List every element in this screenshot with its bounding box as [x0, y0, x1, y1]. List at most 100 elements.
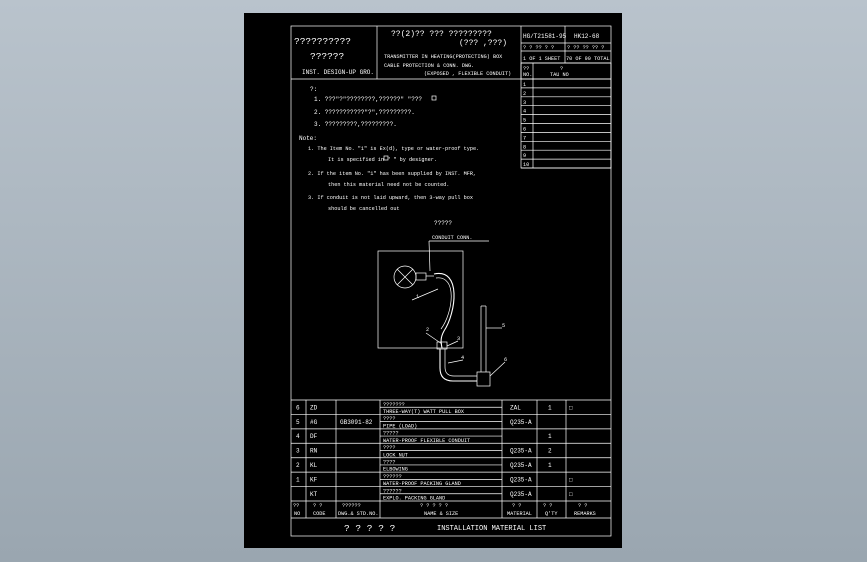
revision-row-number: 9 [523, 153, 526, 159]
checkbox-icon [383, 155, 389, 161]
row-code: RN [310, 448, 318, 455]
balloon-4: 4 [461, 355, 464, 361]
row-code: KT [310, 491, 318, 498]
notes-cn-1: 1. ???"?"????????,??????" "??? [314, 96, 422, 103]
revision-header-col: ? [560, 66, 563, 72]
footer-title: INSTALLATION MATERIAL LIST [437, 525, 546, 533]
row-qty: 1 [548, 462, 552, 469]
row-name-cn: ??????? [383, 402, 405, 408]
row-no: 1 [296, 477, 300, 484]
row-std: GB3091-82 [340, 419, 373, 426]
balloon-3: 3 [457, 336, 460, 342]
row-remarks: □ [569, 477, 573, 484]
callout-conduit-conn: CONDUIT CONN. [432, 235, 472, 241]
row-qty: 2 [548, 448, 552, 455]
row-material: ZAL [510, 404, 521, 411]
notes-en-3b: should be cancelled out [328, 206, 400, 212]
revision-row-number: 3 [523, 100, 526, 106]
row-code: ZD [310, 404, 318, 411]
row-name-cn: ???? [383, 445, 395, 451]
row-name-cn: ????? [383, 431, 399, 437]
flexible-conduit [433, 273, 455, 349]
notes-en-1a: 1. The Item No. "1" is Ex(d), type or wa… [308, 146, 479, 152]
sheet-total: 70 OF 90 TOTAL [566, 56, 610, 62]
drawing-number: HK12-68 [574, 33, 600, 40]
row-name-en: THREE-WAY(T) WATT PULL BOX [383, 409, 465, 415]
header-std-cn: ?????? [342, 503, 361, 509]
notes-en-head: Note: [299, 135, 317, 142]
org-name-en: INST. DESIGN-UP GRO. [302, 69, 374, 76]
row-no: 2 [296, 462, 300, 469]
row-qty: 1 [548, 433, 552, 440]
notes-cn-2: 2. ???????????"?",?????????. [314, 109, 415, 116]
revision-row-number: 10 [523, 162, 529, 168]
sheet-cn-left: ? ? ?? ? ? [523, 45, 554, 51]
row-no: 4 [296, 433, 300, 440]
revision-row-number: 6 [523, 127, 526, 133]
title-en-2: CABLE PROTECTION & CONN. DWG. [384, 63, 474, 69]
header-remarks: REMARKS [574, 511, 596, 517]
row-qty: 1 [548, 404, 552, 411]
standard-number: HG/T21581-95 [523, 33, 567, 40]
row-material: Q235-A [510, 419, 532, 426]
title-cn-sub: (??? ,???) [459, 39, 507, 48]
header-no: NO [294, 511, 300, 517]
header-name-cn: ? ? ? ? ? [420, 503, 448, 509]
revision-header-en: TAU NO [550, 72, 569, 78]
row-material: Q235-A [510, 448, 532, 455]
installation-drawing: ????? CONDUIT CONN. 1 2 3 4 5 6 [377, 220, 507, 387]
row-name-cn: ?????? [383, 488, 402, 494]
row-name-en: WATER-PROOF PACKING GLAND [383, 481, 461, 487]
lock-nut-icon [436, 341, 448, 350]
row-name-en: WATER-PROOF FLEXIBLE CONDUIT [383, 438, 470, 444]
cad-drawing: ?????????? ?????? INST. DESIGN-UP GRO. ?… [290, 25, 612, 537]
balloon-5: 5 [502, 323, 505, 329]
row-code: KF [310, 477, 318, 484]
row-code: #G [310, 419, 318, 426]
row-name-cn: ?????? [383, 474, 402, 480]
row-name-en: LOCK NUT [383, 452, 408, 458]
drawing-sheet: ?????????? ?????? INST. DESIGN-UP GRO. ?… [244, 13, 622, 548]
footer-cn: ? ? ? ? ? [344, 523, 395, 534]
notes-en-3a: 3. If conduit is not laid upward, then 3… [308, 195, 473, 201]
header-name: NAME & SIZE [424, 511, 458, 517]
revision-row-number: 8 [523, 144, 526, 150]
row-name-cn: ???? [383, 416, 395, 422]
header-code-cn: ? ? [313, 503, 322, 509]
balloon-2: 2 [426, 327, 429, 333]
title-en-1: TRANSMITTER IN HEATING(PROTECTING) BOX [384, 54, 503, 60]
header-qty-cn: ? ? [543, 503, 552, 509]
org-subname: ?????? [310, 51, 344, 62]
row-no: 6 [296, 404, 300, 411]
header-material-cn: ? ? [512, 503, 521, 509]
protecting-box [377, 250, 464, 349]
revision-row-number: 2 [523, 91, 526, 97]
row-no: 3 [296, 448, 300, 455]
header-material: MATERIAL [507, 511, 532, 517]
revision-header-no: NO. [523, 72, 532, 78]
title-en-3: (EXPOSED , FLEXIBLE CONDUIT) [424, 71, 511, 77]
elbow-pipe [439, 349, 477, 382]
checkbox-icon [431, 95, 437, 101]
row-name-cn: ???? [383, 459, 395, 465]
callout-cn: ????? [434, 220, 452, 227]
org-name: ?????????? [294, 36, 351, 47]
row-name-en: EXPLO. PACKING GLAND [383, 496, 445, 502]
row-material: Q235-A [510, 491, 532, 498]
notes-en-1b: It is specified in " " by designer. [328, 157, 437, 163]
row-no: 5 [296, 419, 300, 426]
row-name-en: PIPE (LOAD) [383, 423, 417, 429]
row-code: DF [310, 433, 318, 440]
title-cn: ??(2)?? ??? ????????? [391, 30, 492, 39]
row-material: Q235-A [510, 462, 532, 469]
notes-block: ?: 1. ???"?"????????,??????" "??? 2. ???… [299, 86, 479, 212]
notes-cn-head: ?: [310, 86, 317, 93]
revision-row-number: 1 [523, 82, 526, 88]
title-block: ?????????? ?????? INST. DESIGN-UP GRO. ?… [291, 26, 611, 80]
row-remarks: □ [569, 491, 573, 498]
header-remarks-cn: ? ? [578, 503, 587, 509]
sheet-cn-right: ? ?? ?? ?? ? [567, 45, 604, 51]
header-no-cn: ?? [293, 503, 299, 509]
row-remarks: □ [569, 404, 573, 411]
packing-gland-icon [415, 272, 427, 281]
